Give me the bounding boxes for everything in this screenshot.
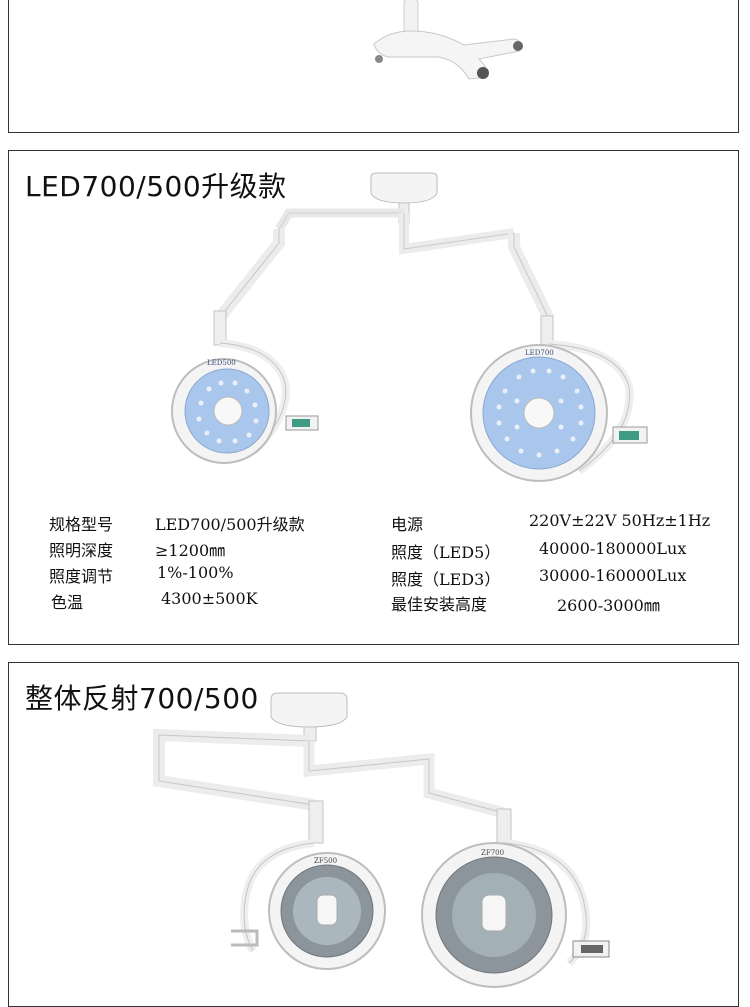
zf500-lamp-label: ZF500 — [314, 857, 337, 865]
spec-power-value: 220V±22V 50Hz±1Hz — [529, 511, 711, 530]
spec-install-height-label: 最佳安装高度 — [391, 595, 488, 614]
spec-depth-value: ≥1200㎜ — [155, 541, 226, 560]
spec-power-label: 电源 — [391, 515, 424, 534]
led700-lamp-label: LED700 — [525, 349, 554, 357]
stand-panel — [8, 0, 739, 133]
spec-model-label: 规格型号 — [49, 515, 114, 534]
led-lamp-illustration: LED500 LED700 — [171, 172, 648, 482]
spec-lux-led3-value: 30000-160000Lux — [539, 566, 687, 585]
spec-depth-label: 照明深度 — [49, 541, 114, 560]
zf700-lamp-label: ZF700 — [481, 849, 504, 857]
led-product-panel: LED700/500升级款 LED500 — [8, 150, 739, 645]
spec-install-height-value: 2600-3000㎜ — [557, 596, 660, 615]
spec-color-temp-label: 色温 — [51, 593, 84, 612]
spec-model-value: LED700/500升级款 — [155, 515, 305, 534]
spec-lux-led5-value: 40000-180000Lux — [539, 539, 687, 558]
spec-lux-led5-label: 照度（LED5） — [391, 543, 501, 562]
spec-dimming-label: 照度调节 — [49, 567, 114, 586]
reflector-product-panel: 整体反射700/500 ZF500 ZF700 — [8, 662, 739, 1007]
spec-color-temp-value: 4300±500K — [161, 589, 258, 608]
mobile-stand-illustration — [373, 0, 523, 80]
reflector-section-title: 整体反射700/500 — [25, 682, 259, 715]
spec-lux-led3-label: 照度（LED3） — [391, 570, 501, 589]
spec-dimming-value: 1%-100% — [157, 563, 234, 582]
reflector-lamp-illustration: ZF500 ZF700 — [153, 692, 610, 988]
led500-lamp-label: LED500 — [207, 359, 236, 367]
led-section-title: LED700/500升级款 — [25, 170, 287, 203]
